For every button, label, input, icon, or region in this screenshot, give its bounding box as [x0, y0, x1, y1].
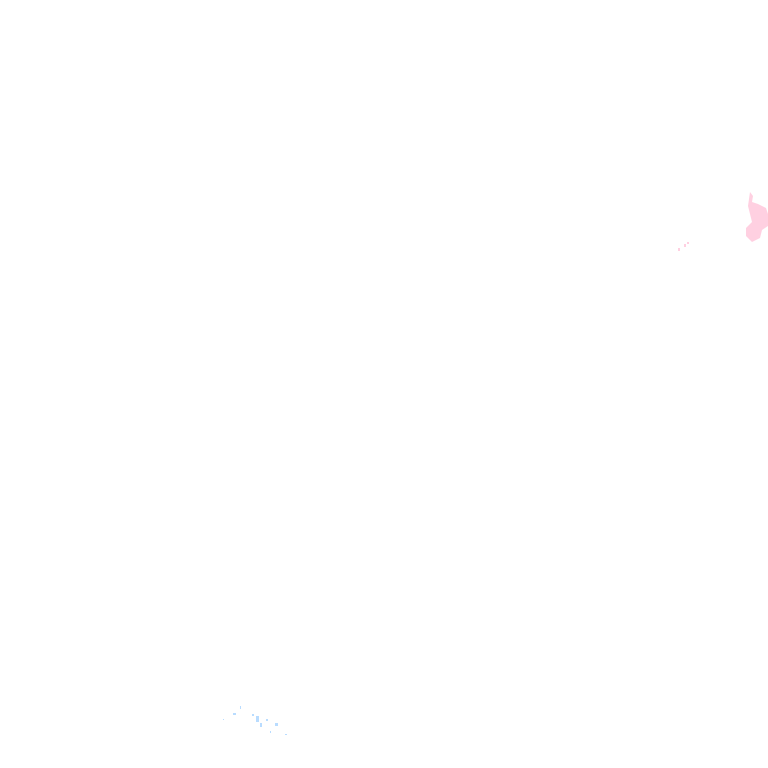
blue-specks: [223, 706, 287, 735]
pink-blob: [678, 192, 768, 251]
